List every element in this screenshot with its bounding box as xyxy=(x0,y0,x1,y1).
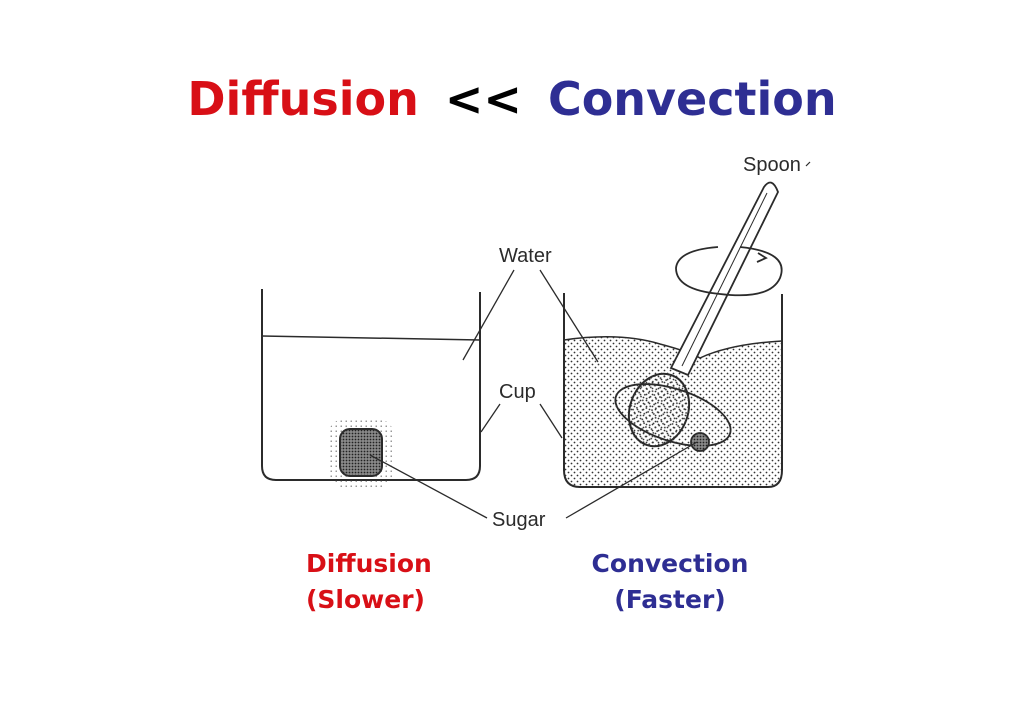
caption-convection: Convection (Faster) xyxy=(590,546,750,618)
caption-diffusion-title: Diffusion xyxy=(306,549,432,578)
label-cup: Cup xyxy=(499,381,536,403)
title-convection: Convection xyxy=(547,72,837,126)
title-less-than-symbol: << xyxy=(444,72,522,126)
caption-convection-speed: (Faster) xyxy=(614,585,726,614)
spoon xyxy=(627,181,779,448)
caption-diffusion: Diffusion (Slower) xyxy=(306,546,432,618)
rotation-arrow-icon xyxy=(675,246,783,297)
left-water-surface xyxy=(261,335,481,341)
page-title: Diffusion << Convection xyxy=(0,72,1024,126)
label-spoon: Spoon xyxy=(743,154,801,176)
label-water: Water xyxy=(499,245,552,267)
left-sugar-cube xyxy=(327,418,395,488)
title-diffusion: Diffusion xyxy=(187,72,419,126)
label-sugar: Sugar xyxy=(492,509,546,531)
caption-convection-title: Convection xyxy=(591,549,749,578)
right-sugar-lump xyxy=(690,432,710,452)
caption-diffusion-speed: (Slower) xyxy=(306,585,425,614)
